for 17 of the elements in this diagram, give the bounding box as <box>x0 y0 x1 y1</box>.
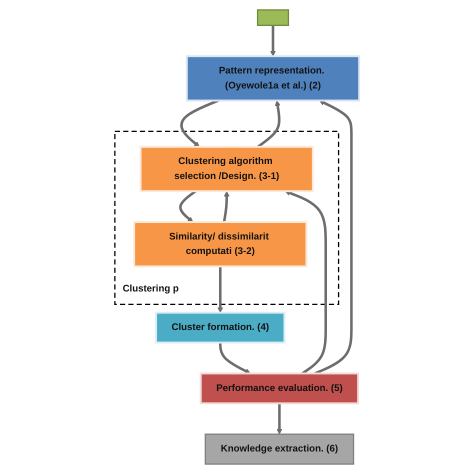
arrow <box>222 190 230 222</box>
node-box: Performance evaluation. (5) <box>200 372 360 404</box>
arrow <box>284 190 327 375</box>
arrow <box>217 266 224 313</box>
arrow <box>270 25 276 56</box>
arrow <box>180 99 219 148</box>
node-box: Knowledge extraction. (6) <box>204 434 354 465</box>
arrow <box>314 100 353 375</box>
node-box: Cluster formation. (4) <box>155 312 286 344</box>
node-box <box>256 9 290 26</box>
arrow <box>219 342 251 374</box>
node-box: Clustering algorithm selection /Design. (3-1) <box>140 146 314 192</box>
node-box: Pattern representation. (Oyewole1a et al.) (2) <box>186 55 360 102</box>
arrow <box>276 403 282 434</box>
arrow <box>257 100 280 148</box>
node-box: Similarity/ dissimilarit computati (3-2) <box>133 221 308 268</box>
arrow <box>179 190 196 222</box>
